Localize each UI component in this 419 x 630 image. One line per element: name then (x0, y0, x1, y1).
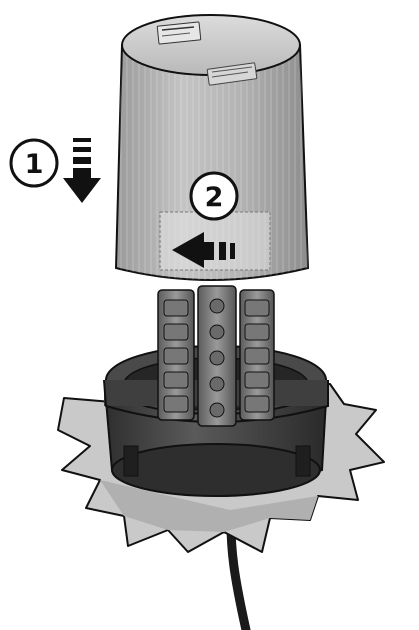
cover (114, 14, 310, 281)
cover-top (121, 14, 301, 76)
terminal-block-left (157, 289, 195, 421)
step-1-number: 1 (25, 149, 44, 180)
arrow-left-icon (172, 232, 235, 268)
step-1-marker: 1 (9, 138, 59, 188)
step-2-marker: 2 (189, 171, 239, 221)
certification-label-icon (156, 21, 202, 45)
cover-inner-window (159, 211, 271, 271)
mounting-plate-shade (100, 480, 318, 532)
step-2-number: 2 (205, 182, 224, 213)
terminal-block-center (197, 285, 237, 427)
arrow-down-icon (63, 138, 101, 203)
terminal-block-right (239, 289, 275, 421)
rating-label-icon (206, 62, 258, 86)
